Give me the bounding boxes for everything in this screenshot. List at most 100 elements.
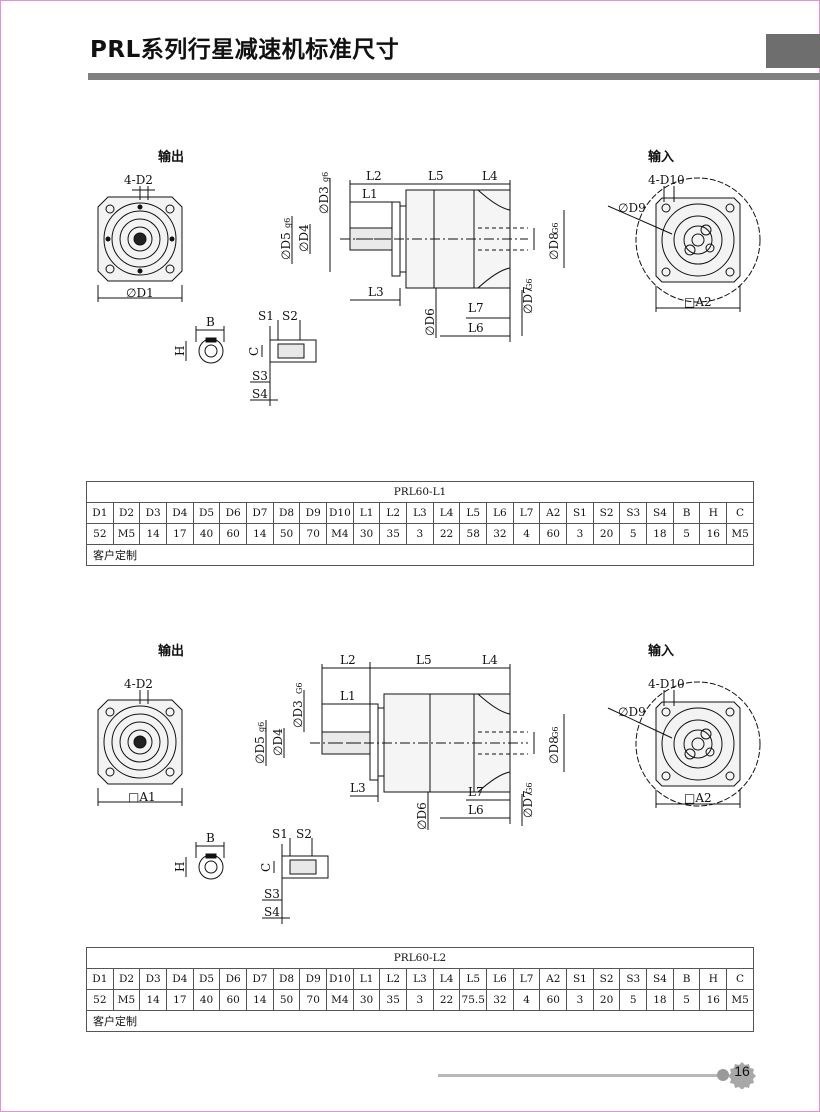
value-cell: 5 [672,523,701,545]
header-cell: L5 [459,968,488,990]
value-cell: 70 [299,523,328,545]
value-cell: 5 [672,989,701,1011]
header-cell: S1 [566,968,594,990]
header-cell: D9 [299,968,328,990]
input-view-label: 输入 [648,644,675,659]
dim-D3-tol: g6 [321,172,330,182]
header-cell: A2 [539,968,568,990]
dim-D6: ∅D6 [415,802,429,830]
value-cell: 3 [406,523,434,545]
header-cell: L4 [432,502,461,524]
dim-L1: L1 [340,689,356,703]
dim-D5-tol: g6 [283,218,292,228]
drawing-svg-2: 4-D2 □A1 L2 L5 L4 L1 L3 L7 L6 ∅D5 ∅D4 ∅D… [97,654,761,924]
dim-D7-tol: G6 [525,783,534,794]
header-cell: D2 [112,968,141,990]
header-cell: S2 [592,502,621,524]
value-cell: 32 [486,523,514,545]
value-cell: M5 [726,989,754,1011]
output-flange-view [97,186,183,302]
value-cell: 14 [139,989,168,1011]
dim-D6: ∅D6 [423,308,437,336]
dim-D8: ∅D8 [547,232,561,260]
value-cell: 40 [192,989,221,1011]
value-cell: 18 [646,523,674,545]
dim-C: C [247,347,261,356]
value-cell: M4 [326,523,354,545]
value-cell: 60 [219,989,248,1011]
model-name: PRL60-L1 [86,481,754,503]
dim-S3: S3 [264,887,280,901]
header-cell: L2 [379,968,408,990]
header-cell: D5 [192,968,221,990]
value-cell: 32 [486,989,514,1011]
header-cell: L3 [406,502,434,524]
value-cell: 30 [352,989,381,1011]
header-cell: D7 [246,502,274,524]
header-cell: S1 [566,502,594,524]
header-cell: D3 [139,968,168,990]
header-cell: S4 [646,502,674,524]
header-cell: L2 [379,502,408,524]
value-cell: 52 [86,989,114,1011]
value-cell: 20 [592,989,621,1011]
side-view [265,662,565,830]
corner-tab [766,34,820,68]
output-flange-view [97,690,183,806]
header-cell: D6 [219,502,248,524]
header-cell: D2 [112,502,141,524]
header-cell: H [699,502,728,524]
title-underline-bar [88,73,820,80]
dim-flange-out: □A1 [128,790,156,804]
header-cell: D4 [166,968,194,990]
value-cell: 60 [539,989,568,1011]
dim-L3: L3 [368,285,384,299]
header-cell: S2 [592,968,621,990]
value-cell: 30 [352,523,381,545]
dim-D5: ∅D5 [253,736,267,764]
dim-circle-in: ∅D9 [618,705,646,719]
dim-square-in: □A2 [684,295,712,309]
dim-B: B [206,831,215,845]
value-cell: 17 [166,523,194,545]
page-title: PRL系列行星减速机标准尺寸 [90,37,400,63]
input-flange-view [607,681,761,808]
input-flange-view [607,177,761,312]
dim-L7: L7 [468,301,484,315]
header-cell: L1 [352,968,381,990]
input-view-label: 输入 [648,150,675,165]
header-cell: H [699,968,728,990]
dim-D8: ∅D8 [547,736,561,764]
dim-D4: ∅D4 [297,224,311,252]
page-number: 16 [734,1063,750,1079]
value-cell: 58 [459,523,488,545]
dim-D8-tol: G6 [551,223,560,234]
dim-bolt-in: 4-D10 [648,173,685,187]
table-title-row: PRL60-L2 [86,947,754,969]
dim-D5: ∅D5 [279,232,293,260]
header-cell: L5 [459,502,488,524]
header-cell: L6 [486,502,514,524]
value-cell: 16 [699,523,728,545]
header-cell: D3 [139,502,168,524]
dim-L5: L5 [428,169,444,183]
header-cell: D7 [246,968,274,990]
key-detail-view [185,320,317,406]
header-cell: C [726,502,754,524]
header-cell: D5 [192,502,221,524]
value-cell: 50 [272,523,301,545]
output-view-label: 输出 [158,644,185,659]
dim-H: H [173,346,187,356]
dim-S3: S3 [252,369,268,383]
dim-L6: L6 [468,321,484,335]
dim-D4: ∅D4 [271,728,285,756]
dim-bolt-out: 4-D2 [124,677,153,691]
dim-S1: S1 [272,827,288,841]
dim-D5-tol: g6 [257,722,266,732]
dim-D7: ∅D7 [521,286,535,314]
dim-bolt-out: 4-D2 [124,173,153,187]
technical-drawing-2: 4-D2 □A1 L2 L5 L4 L1 L3 L7 L6 ∅D5 ∅D4 ∅D… [0,654,820,934]
value-cell: M5 [726,523,754,545]
